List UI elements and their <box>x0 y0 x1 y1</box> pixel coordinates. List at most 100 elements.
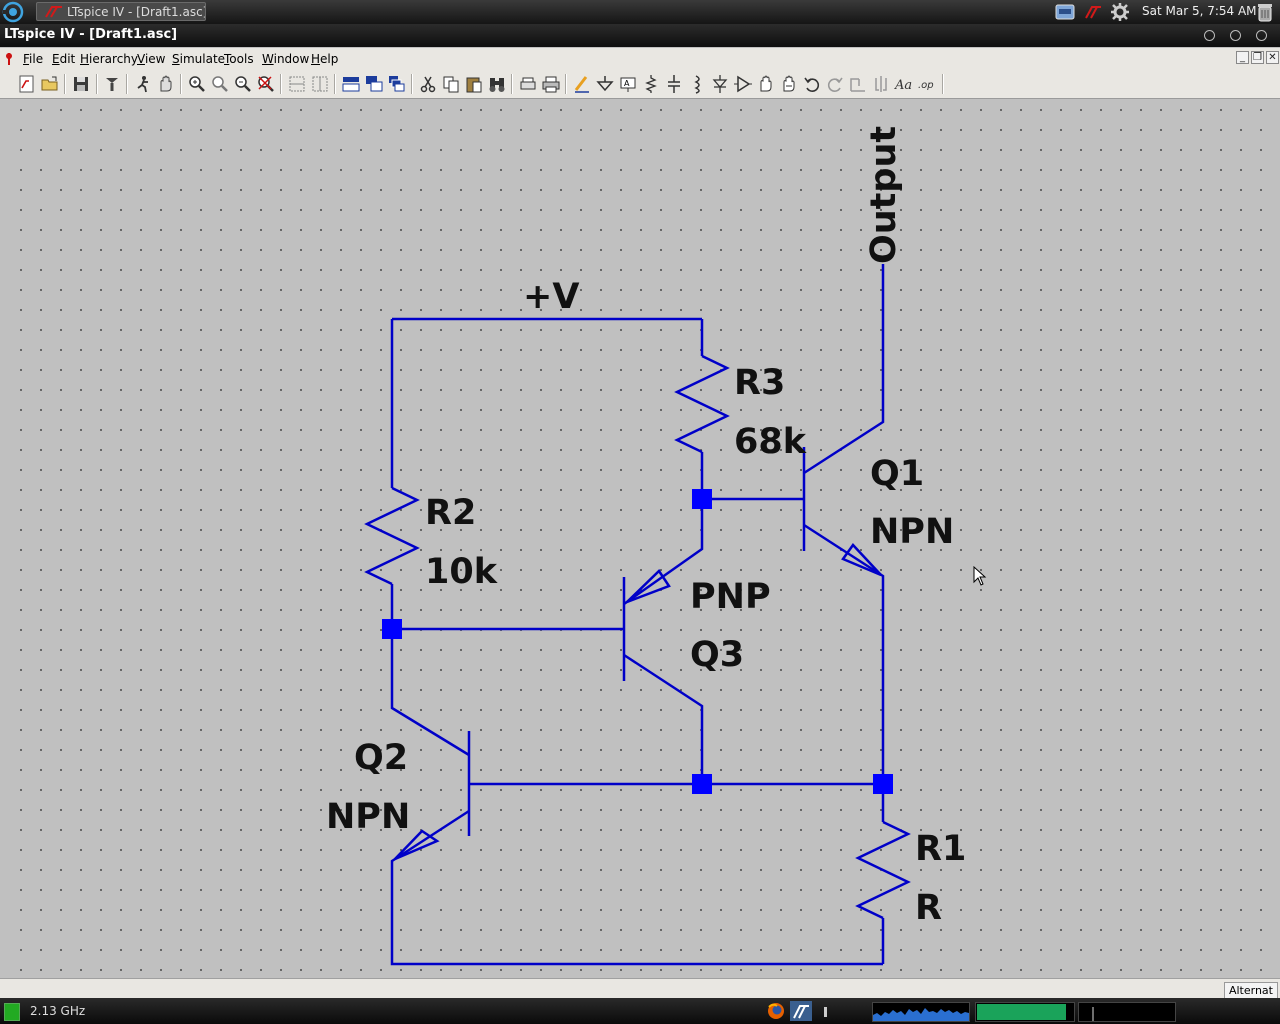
maximize-button[interactable] <box>1230 30 1241 41</box>
rotate-icon[interactable] <box>848 74 868 94</box>
clock[interactable]: Sat Mar 5, 7:54 AM <box>1142 4 1257 18</box>
label-r3-name[interactable]: R3 <box>734 363 786 403</box>
draw-wire-icon[interactable] <box>572 74 592 94</box>
mdi-restore-button[interactable]: ❐ <box>1251 51 1264 64</box>
menu-edit[interactable]: Edit <box>52 52 75 66</box>
mirror-icon[interactable] <box>871 74 891 94</box>
wire-q3-collector <box>623 653 704 784</box>
spice-directive-icon[interactable]: .op <box>917 74 937 94</box>
label-r2-value[interactable]: 10k <box>425 552 497 592</box>
menu-tools[interactable]: Tools <box>224 52 254 66</box>
menu-help[interactable]: Help <box>311 52 338 66</box>
menu-edit-label: dit <box>59 52 76 66</box>
resistor-r1 <box>855 820 911 920</box>
tile-horizontal-icon[interactable] <box>287 74 307 94</box>
paste-icon[interactable] <box>464 74 484 94</box>
tile-vertical-icon[interactable] <box>310 74 330 94</box>
q3-emitter-arrow <box>626 569 671 604</box>
copy-icon[interactable] <box>441 74 461 94</box>
label-r2-name[interactable]: R2 <box>425 493 477 533</box>
close-button[interactable] <box>1256 30 1267 41</box>
menu-view-label: iew <box>144 52 166 66</box>
mdi-minimize-button[interactable]: _ <box>1236 51 1249 64</box>
document-icon[interactable] <box>4 52 14 66</box>
menu-help-mnemonic: H <box>311 52 321 66</box>
schematic-canvas[interactable]: +V Output R3 68k Q1 NPN R2 10k PNP Q3 Q2… <box>3 100 1277 978</box>
label-q2-type[interactable]: NPN <box>326 797 411 837</box>
halt-icon[interactable] <box>156 74 176 94</box>
workspace-switcher-icon[interactable] <box>818 1001 834 1021</box>
cpu-monitor-trace <box>1092 1007 1094 1021</box>
label-q1-name[interactable]: Q1 <box>870 454 925 494</box>
ground-icon[interactable] <box>595 74 615 94</box>
arrange-icon[interactable] <box>364 74 384 94</box>
zoom-out-icon[interactable] <box>233 74 253 94</box>
zoom-area-icon[interactable] <box>210 74 230 94</box>
cut-icon[interactable] <box>418 74 438 94</box>
junction-q3-collector <box>692 774 712 794</box>
q1-emitter-arrow <box>841 543 882 577</box>
window-title: LTspice IV - [Draft1.asc] <box>4 27 178 42</box>
menu-view[interactable]: View <box>137 52 165 66</box>
zoom-in-icon[interactable] <box>187 74 207 94</box>
junction-r3-q1-base <box>692 489 712 509</box>
network-icon[interactable] <box>1110 2 1130 22</box>
menu-simulate-label: imulate <box>179 52 226 66</box>
menu-hierarchy-mnemonic: H <box>80 52 90 66</box>
junction-r2-q3-base <box>382 619 402 639</box>
undo-icon[interactable] <box>802 74 822 94</box>
cascade-icon[interactable] <box>341 74 361 94</box>
label-vplus[interactable]: +V <box>523 277 580 317</box>
inductor-icon[interactable] <box>687 74 707 94</box>
open-icon[interactable] <box>40 74 60 94</box>
window-arrange-icon[interactable] <box>387 74 407 94</box>
firefox-icon[interactable] <box>765 1001 787 1021</box>
menu-tools-mnemonic: T <box>224 52 230 66</box>
print-preview-icon[interactable] <box>518 74 538 94</box>
network-monitor-trace <box>873 1008 969 1021</box>
diode-icon[interactable] <box>710 74 730 94</box>
label-output[interactable]: Output <box>864 125 904 264</box>
wire-q1-emitter <box>803 523 885 784</box>
ltspice-icon[interactable] <box>790 1001 812 1021</box>
move-icon[interactable] <box>756 74 776 94</box>
save-icon[interactable] <box>71 74 91 94</box>
mdi-close-button[interactable]: ✕ <box>1266 51 1279 64</box>
resistor-r2 <box>364 486 420 586</box>
menu-window[interactable]: Window <box>262 52 309 66</box>
label-net-icon[interactable]: A <box>618 74 638 94</box>
display-icon[interactable] <box>1055 2 1075 22</box>
taskbar-window-tab[interactable]: LTspice IV - [Draft1.asc] <box>36 2 206 21</box>
new-schematic-icon[interactable] <box>17 74 37 94</box>
label-q3-name[interactable]: Q3 <box>690 635 745 675</box>
label-q3-type[interactable]: PNP <box>690 577 771 617</box>
menu-simulate[interactable]: Simulate <box>172 52 225 66</box>
trash-icon[interactable] <box>1255 2 1275 22</box>
ltspice-icon[interactable] <box>1083 2 1103 22</box>
menubar: File Edit Hierarchy View Simulate Tools … <box>0 48 1280 71</box>
label-q1-type[interactable]: NPN <box>870 512 955 552</box>
window-titlebar[interactable]: LTspice IV - [Draft1.asc] <box>0 24 1280 47</box>
capacitor-icon[interactable] <box>664 74 684 94</box>
label-r3-value[interactable]: 68k <box>734 422 806 462</box>
control-panel-icon[interactable] <box>102 74 122 94</box>
minimize-button[interactable] <box>1204 30 1215 41</box>
text-icon[interactable]: Aa <box>894 74 914 94</box>
label-q2-name[interactable]: Q2 <box>354 738 409 778</box>
run-icon[interactable] <box>133 74 153 94</box>
find-icon[interactable] <box>487 74 507 94</box>
resistor-icon[interactable] <box>641 74 661 94</box>
cpu-frequency[interactable]: 2.13 GHz <box>30 1004 86 1018</box>
drag-icon[interactable] <box>779 74 799 94</box>
redo-icon[interactable] <box>825 74 845 94</box>
system-menu-icon[interactable] <box>2 1 24 23</box>
menu-file[interactable]: File <box>23 52 43 66</box>
menu-window-mnemonic: W <box>262 52 274 66</box>
label-r1-name[interactable]: R1 <box>915 829 967 869</box>
print-icon[interactable] <box>541 74 561 94</box>
menu-help-label: elp <box>320 52 339 66</box>
component-icon[interactable] <box>733 74 753 94</box>
label-r1-value[interactable]: R <box>915 888 942 928</box>
zoom-fit-icon[interactable] <box>256 74 276 94</box>
menu-hierarchy[interactable]: Hierarchy <box>80 52 138 66</box>
